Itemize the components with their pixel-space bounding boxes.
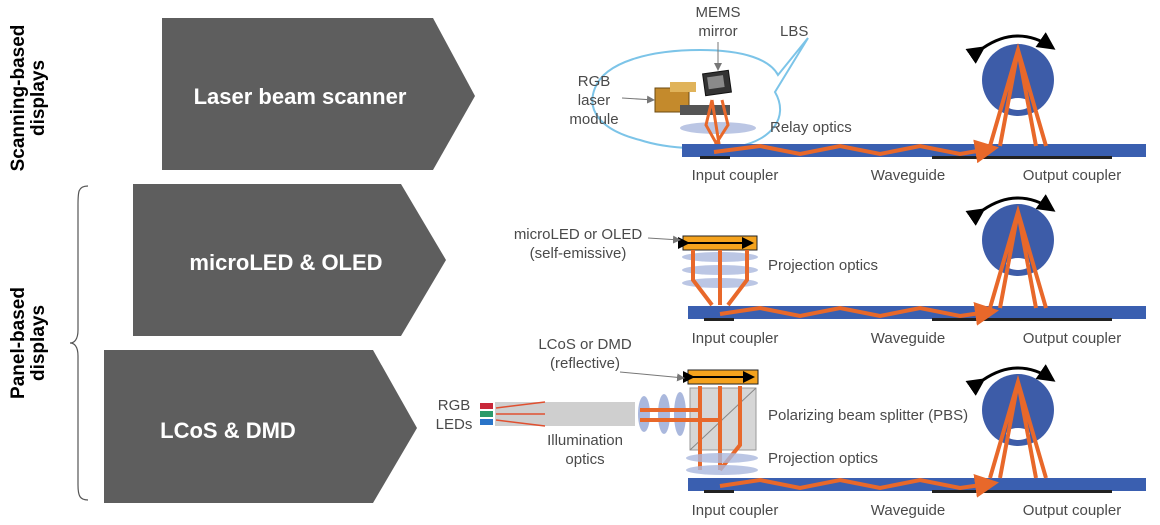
label-projection-optics-1: Projection optics [768, 257, 878, 274]
mems-mirror [702, 69, 732, 97]
led-rays [495, 401, 546, 427]
label-waveguide-3: Waveguide [871, 502, 946, 519]
illumination-lens-2 [658, 394, 670, 434]
pentagon-laser-beam-scanner: Laser beam scanner [162, 18, 475, 170]
illumination-lens-3 [674, 392, 686, 436]
output-coupler-grating [932, 156, 1112, 159]
projection-lens-2 [686, 465, 758, 475]
waveguide-beam [719, 301, 999, 326]
label-relay-optics: Relay optics [770, 119, 852, 136]
label-illumination-line1: Illumination [547, 432, 623, 449]
label-lbs: LBS [780, 23, 808, 40]
rgb-pointer [621, 95, 655, 104]
microled-pointer [647, 235, 681, 244]
label-input-coupler-1: Input coupler [692, 167, 779, 184]
label-lcos-line1: LCoS or DMD [538, 336, 632, 353]
label-microled-line2: (self-emissive) [530, 245, 627, 262]
relay-beam [704, 99, 730, 151]
pentagon-microled-oled: microLED & OLED [133, 184, 446, 336]
label-input-coupler-3: Input coupler [692, 502, 779, 519]
panel-label-line2: displays [28, 305, 49, 381]
label-illumination-line2: optics [565, 451, 604, 468]
label-rgb-line1: RGB [578, 73, 611, 90]
row-microled-oled: microLED or OLED (self-emissive) Project… [514, 194, 1146, 347]
eye-icon [965, 194, 1056, 309]
label-mems-line1: MEMS [696, 4, 741, 21]
label-output-coupler-3: Output coupler [1023, 502, 1121, 519]
rgb-laser-module [654, 82, 730, 115]
label-leds-line1: RGB [438, 397, 471, 414]
panel-category-label: Panel-based displays [8, 287, 49, 399]
row-title-laser-beam-scanner: Laser beam scanner [194, 84, 407, 109]
input-coupler-grating [700, 156, 730, 159]
input-coupler-grating [704, 490, 734, 493]
label-leds-line2: LEDs [436, 416, 473, 433]
waveguide-beam [719, 473, 999, 498]
label-projection-optics-2: Projection optics [768, 450, 878, 467]
row-laser-beam-scanner: MEMS mirror LBS RGB laser module Relay o… [569, 4, 1146, 184]
output-coupler-grating [932, 490, 1112, 493]
label-output-coupler-1: Output coupler [1023, 167, 1121, 184]
label-rgb-line3: module [569, 111, 618, 128]
output-coupler-grating [932, 318, 1112, 321]
row-title-lcos-dmd: LCoS & DMD [160, 418, 296, 443]
pbs-beams [640, 386, 742, 472]
scanning-category-label: Scanning-based displays [8, 25, 49, 172]
input-coupler-grating [704, 318, 734, 321]
panel-label-line1: Panel-based [8, 287, 29, 399]
panel-bracket [69, 185, 89, 501]
label-microled-line1: microLED or OLED [514, 226, 643, 243]
row-title-microled-oled: microLED & OLED [189, 250, 382, 275]
label-lcos-line2: (reflective) [550, 355, 620, 372]
label-rgb-line2: laser [578, 92, 611, 109]
lcos-pointer [619, 371, 685, 382]
label-waveguide-2: Waveguide [871, 330, 946, 347]
label-waveguide-1: Waveguide [871, 167, 946, 184]
scanning-label-line1: Scanning-based [8, 25, 29, 172]
row-lcos-dmd: LCoS or DMD (reflective) RGB LEDs Illumi… [436, 336, 1146, 519]
label-pbs: Polarizing beam splitter (PBS) [768, 407, 968, 424]
led-green [480, 411, 493, 417]
label-output-coupler-2: Output coupler [1023, 330, 1121, 347]
eye-icon [965, 32, 1056, 147]
label-mems-line2: mirror [698, 23, 737, 40]
scanning-label-line2: displays [28, 60, 49, 136]
waveguide-beam [713, 139, 999, 164]
relay-optics-lens [680, 122, 756, 134]
projection-beam [691, 250, 749, 307]
pentagon-lcos-dmd: LCoS & DMD [104, 350, 417, 503]
eye-icon [965, 364, 1056, 479]
projection-lens-1 [686, 453, 758, 463]
led-red [480, 403, 493, 409]
illumination-lens-1 [638, 396, 650, 432]
led-blue [480, 419, 493, 425]
label-input-coupler-2: Input coupler [692, 330, 779, 347]
